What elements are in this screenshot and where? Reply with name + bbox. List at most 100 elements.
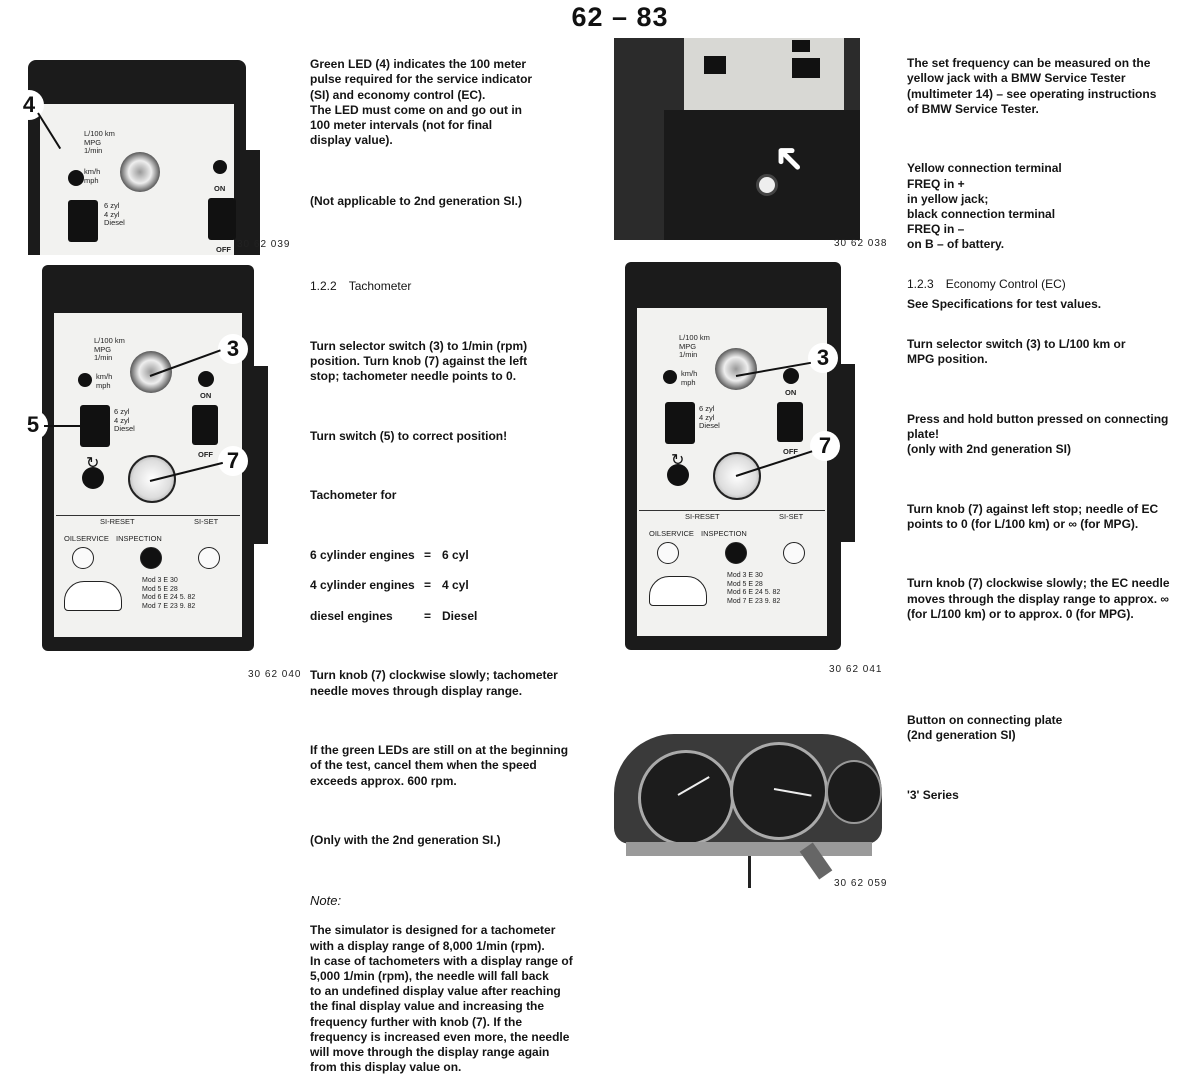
engine-name: diesel engines <box>310 608 393 623</box>
speed-label: km/h mph <box>681 369 698 387</box>
engine-switch-icon <box>665 402 695 444</box>
callout-3: 3 <box>218 334 248 364</box>
frequency-paragraph-2: Yellow connection terminal FREQ in + in … <box>907 161 1062 252</box>
callout-5: 5 <box>18 410 48 440</box>
engine-value: Diesel <box>442 608 478 623</box>
simulator-figure-economy: L/100 km MPG 1/min km/h mph ON 6 zyl 4 z… <box>625 262 841 650</box>
button-caption: Button on connecting plate (2nd generati… <box>907 713 1063 743</box>
callout-7: 7 <box>810 431 840 461</box>
push-button-icon <box>667 464 689 486</box>
tachometer-for: Tachometer for <box>310 488 397 503</box>
connector-icon <box>649 576 707 606</box>
yellow-jack-icon <box>756 174 778 196</box>
device-top-button <box>792 40 810 52</box>
button-caption-section: Button on connecting plate (2nd generati… <box>907 698 1192 818</box>
callout-3: 3 <box>808 343 838 373</box>
simulator-figure-tachometer: L/100 km MPG 1/min km/h mph ON 6 zyl 4 z… <box>42 265 254 651</box>
led-note: (Not applicable to 2nd generation SI.) <box>310 193 523 208</box>
tachometer-step-2: Turn switch (5) to correct position! <box>310 428 508 443</box>
cluster-bottom-edge <box>626 842 872 856</box>
green-led-icon <box>663 370 677 384</box>
page-number: 62 – 83 <box>571 2 669 32</box>
tachometer-heading-number: 1.2.2 <box>310 279 337 294</box>
units-label: L/100 km MPG 1/min <box>94 336 125 362</box>
si-reset-label: SI-RESET <box>100 517 135 526</box>
tachometer-step-1: Turn selector switch (3) to 1/min (rpm) … <box>310 338 528 384</box>
callout-7: 7 <box>218 446 248 476</box>
speed-label: km/h mph <box>84 167 101 185</box>
economy-step-3: Turn knob (7) against left stop; needle … <box>907 501 1159 531</box>
inspection-button <box>725 542 747 564</box>
push-button-icon <box>82 467 104 489</box>
oilservice-label: OILSERVICE <box>64 534 109 543</box>
off-label: OFF <box>783 447 798 456</box>
oilservice-label: OILSERVICE <box>649 529 694 538</box>
series-label: '3' Series <box>907 788 959 803</box>
economy-step-1: Turn selector switch (3) to L/100 km or … <box>907 336 1126 367</box>
engine-value: 6 cyl <box>442 548 469 563</box>
si-set-label: SI-SET <box>194 517 219 526</box>
device-top-button <box>792 58 820 78</box>
device-top-button <box>704 56 726 74</box>
engine-eq: = <box>424 608 432 623</box>
tachometer-heading-title: Tachometer <box>348 279 412 294</box>
frequency-paragraph-1: The set frequency can be measured on the… <box>907 56 1157 116</box>
speed-label: km/h mph <box>96 372 113 390</box>
yellow-jack-photo: ➜ <box>614 38 860 240</box>
si-divider-line <box>56 515 240 516</box>
leader-5 <box>44 425 96 427</box>
device-side-bar <box>841 364 855 542</box>
tachometer-section: 1.2.2 Tachometer Turn selector switch (3)… <box>310 264 600 1091</box>
selector-switch-icon <box>130 351 172 393</box>
engine-row: 6 cylinder engines=6 cyl <box>310 548 600 563</box>
engine-eq: = <box>424 548 432 563</box>
on-indicator-icon <box>213 160 227 174</box>
on-label: ON <box>200 391 212 400</box>
inspection-label: INSPECTION <box>701 529 747 538</box>
frequency-section: The set frequency can be measured on the… <box>907 41 1192 327</box>
note-title: Note: <box>310 892 342 908</box>
tachometer-step-4: If the green LEDs are still on at the be… <box>310 743 569 788</box>
led-paragraph: Green LED (4) indicates the 100 meter pu… <box>310 57 533 148</box>
oilservice-button <box>72 547 94 569</box>
cylinder-label: 6 zyl 4 zyl Diesel <box>104 201 125 227</box>
engine-switch-icon <box>68 200 98 242</box>
tachometer-heading: 1.2.2 Tachometer <box>310 279 600 294</box>
cylinder-label: 6 zyl 4 zyl Diesel <box>699 404 720 430</box>
figure-code-5: 30 62 059 <box>834 878 888 889</box>
engine-eq: = <box>424 578 432 593</box>
economy-step-4: Turn knob (7) clockwise slowly; the EC n… <box>907 576 1170 621</box>
instrument-cluster-photo <box>608 716 890 888</box>
si-set-button <box>198 547 220 569</box>
models-label: Mod 3 E 30 Mod 5 E 28 Mod 6 E 24 5. 82 M… <box>142 577 196 610</box>
figure-code-3: 30 62 038 <box>834 238 888 249</box>
engine-row: 4 cylinder engines = 4 cyl <box>310 578 600 593</box>
si-set-label: SI-SET <box>779 512 804 521</box>
green-led-icon <box>78 373 92 387</box>
simulator-figure-top: L/100 km MPG 1/min km/h mph ON 6 zyl 4 z… <box>28 60 246 255</box>
engine-value: 4 cyl <box>442 578 469 593</box>
oilservice-button <box>657 542 679 564</box>
economy-step-2: Press and hold button pressed on connect… <box>907 411 1169 457</box>
device-top-surface <box>684 38 844 110</box>
green-led-icon <box>68 170 84 186</box>
connector-icon <box>64 581 122 611</box>
on-label: ON <box>785 388 797 397</box>
figure-code-4: 30 62 041 <box>829 664 883 675</box>
figure-code-2: 30 62 040 <box>248 669 302 680</box>
frequency-paragraph-3: See Specifications for test values. <box>907 297 1102 312</box>
off-switch-icon <box>208 198 236 240</box>
callout-4: 4 <box>14 90 44 120</box>
engine-name: 4 cylinder engines <box>310 578 415 593</box>
off-switch-icon <box>777 402 803 442</box>
economy-heading-number: 1.2.3 <box>907 277 934 292</box>
economy-heading-title: Economy Control (EC) <box>945 277 1066 292</box>
speedometer-gauge <box>638 750 734 846</box>
inspection-button <box>140 547 162 569</box>
on-indicator-icon <box>198 371 214 387</box>
inspection-label: INSPECTION <box>116 534 162 543</box>
off-switch-icon <box>192 405 218 445</box>
selector-switch-icon <box>120 152 160 192</box>
units-label: L/100 km MPG 1/min <box>84 129 115 155</box>
device-side-bar <box>246 150 260 255</box>
